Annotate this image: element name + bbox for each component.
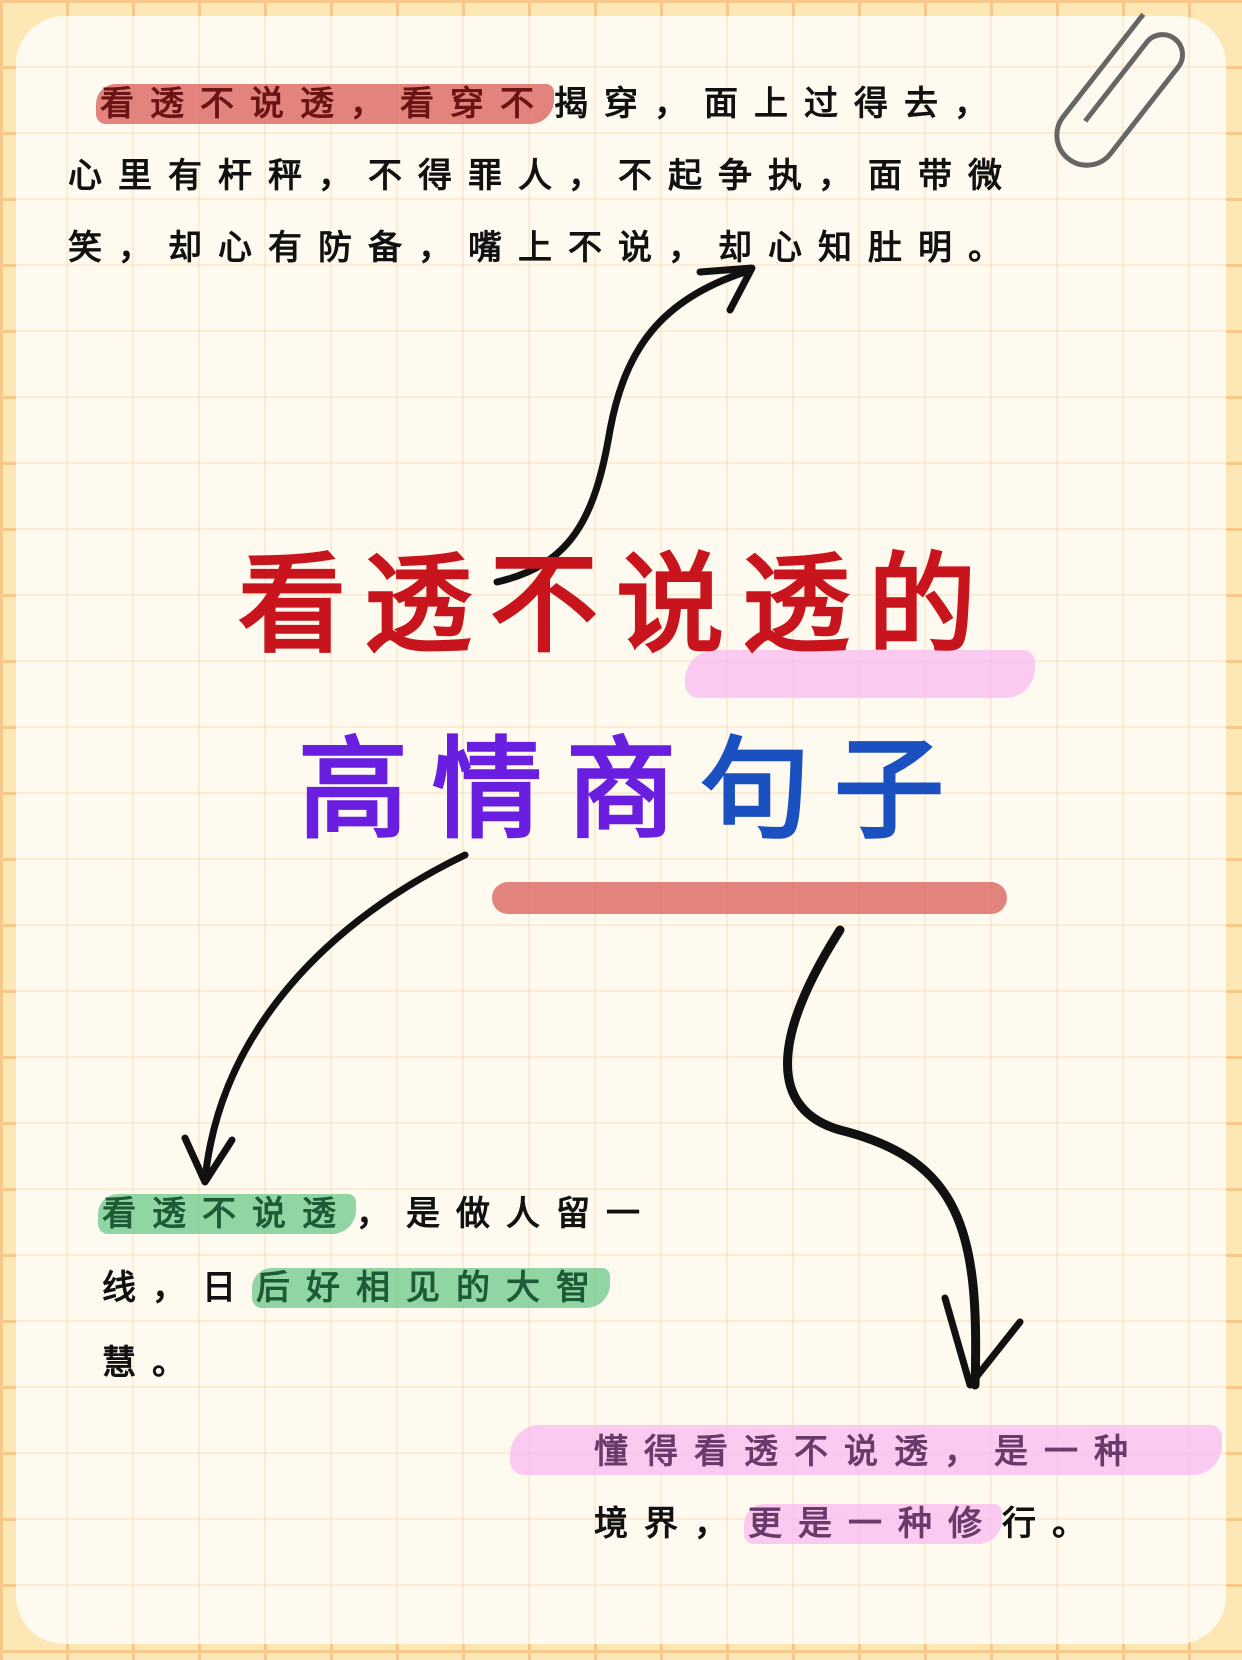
top-line-3: 笑，却心有防备，嘴上不说，却心知肚明。 <box>68 228 1018 268</box>
highlight-pink: 更是一种修 <box>744 1504 1002 1544</box>
title-pink-highlight <box>685 650 1035 698</box>
highlight-green: 看透不说透 <box>98 1194 356 1234</box>
title-line-2: 高情商句子 <box>298 735 968 845</box>
right-pink-highlight <box>510 1425 1222 1475</box>
top-line-1: 看透不说透，看穿不揭穿，面上过得去， <box>96 76 1004 132</box>
title-red-underline <box>492 882 1007 914</box>
text: 境界， <box>594 1504 744 1544</box>
arrow-down-left-icon-head <box>181 1134 236 1186</box>
text: 线，日 <box>102 1268 252 1308</box>
text: 揭穿，面上过得去， <box>554 84 1004 124</box>
highlight-green: 后好相见的大智 <box>252 1268 610 1308</box>
title-blue: 句子 <box>700 726 968 854</box>
paperclip-icon <box>1054 12 1185 168</box>
right-line-2: 境界，更是一种修行。 <box>594 1496 1102 1552</box>
arrow-up-right-icon <box>493 268 749 586</box>
top-line-2: 心里有杆秤，不得罪人，不起争执，面带微 <box>68 156 1018 196</box>
note-card <box>16 16 1226 1644</box>
left-line-1: 看透不说透，是做人留一 <box>98 1186 656 1242</box>
text: 行。 <box>1002 1504 1102 1544</box>
title-line-1: 看透不说透的 <box>238 543 995 668</box>
arrow-down-left-icon <box>201 851 469 1184</box>
title-purple: 高情商 <box>298 726 700 854</box>
arrow-down-icon <box>783 925 981 1390</box>
right-line-1: 懂得看透不说透，是一种 <box>594 1432 1144 1472</box>
left-line-3: 慧。 <box>102 1343 202 1383</box>
arrow-down-icon-head <box>941 1294 1024 1389</box>
arrow-up-right-icon-head <box>696 264 756 314</box>
text: ，是做人留一 <box>356 1194 656 1234</box>
highlight-red: 看透不说透，看穿不 <box>96 84 554 124</box>
left-line-2: 线，日后好相见的大智 <box>102 1260 610 1316</box>
